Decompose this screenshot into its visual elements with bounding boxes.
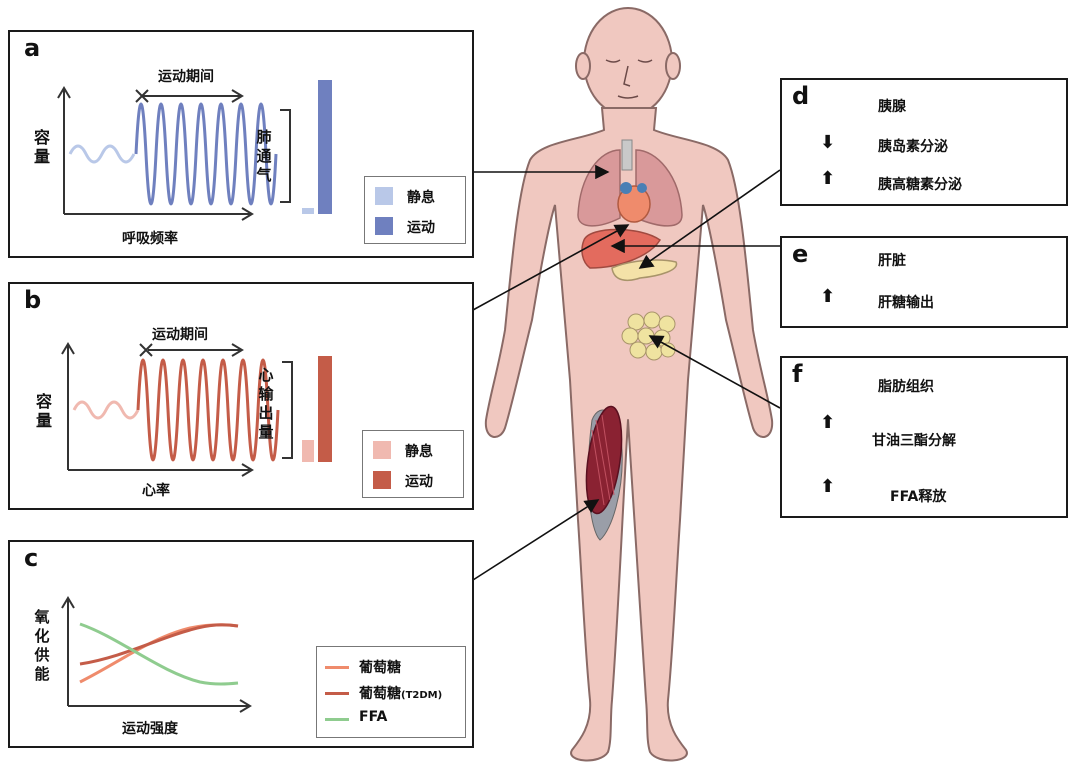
legend-rest: 静息	[407, 190, 435, 206]
legend-exercise: 运动	[407, 220, 435, 236]
up-arrow-icon: ⬆	[820, 286, 836, 307]
panel-title: 胰腺	[878, 99, 906, 115]
x-axis-label: 心率	[142, 483, 170, 499]
legend-rest: 静息	[405, 444, 433, 460]
y-axis-label: 容量	[36, 392, 53, 430]
legend-glucose-t2dm-line	[325, 692, 349, 695]
y-axis-label: 容量	[34, 128, 51, 166]
x-axis-label: 运动强度	[122, 721, 178, 737]
insulin-secretion-text: 胰岛素分泌	[878, 139, 948, 155]
legend-ffa: FFA	[359, 709, 388, 725]
exercise-wave	[136, 358, 280, 462]
legend: 静息 运动	[362, 430, 464, 498]
ffa-curve	[79, 622, 239, 686]
heart-wave-chart	[61, 342, 332, 477]
legend-ffa-line	[325, 718, 349, 721]
rest-swatch	[375, 187, 393, 205]
exercise-swatch	[373, 471, 391, 489]
ffa-release-text: FFA释放	[890, 489, 947, 505]
legend-glucose-line	[325, 666, 349, 669]
bar-label: 肺通气	[256, 128, 272, 184]
panel-c-fuel-oxidation: c 氧化供能 运动强度 葡萄糖 葡萄糖(T2DM) FFA	[8, 540, 474, 748]
exercise-period-label: 运动期间	[158, 69, 214, 85]
down-arrow-icon: ⬇	[820, 132, 836, 153]
panel-e-liver: e 肝脏 ⬆ 肝糖输出	[780, 236, 1068, 328]
up-arrow-icon: ⬆	[820, 168, 836, 189]
panel-f-adipose: f 脂肪组织 ⬆ 甘油三酯分解 ⬆ FFA释放	[780, 356, 1068, 518]
up-arrow-icon: ⬆	[820, 476, 836, 497]
glucose-t2dm-curve	[79, 623, 239, 666]
exercise-swatch	[375, 217, 393, 235]
exercise-period-label: 运动期间	[152, 327, 208, 343]
exercise-bar	[318, 356, 332, 462]
panel-label: c	[24, 544, 39, 572]
rest-wave	[68, 144, 136, 164]
panel-title: 脂肪组织	[878, 379, 934, 395]
up-arrow-icon: ⬆	[820, 412, 836, 433]
panel-title: 肝脏	[878, 253, 906, 269]
breathing-wave-chart	[57, 80, 332, 221]
panel-b-cardiac: b 运动期间 容量 心率 心输出量 静息 运动	[8, 282, 474, 510]
rest-bar	[302, 208, 314, 214]
panel-label: b	[24, 286, 42, 314]
exercise-wave	[134, 102, 278, 206]
panel-label: e	[792, 240, 809, 268]
panel-d-pancreas: d 胰腺 ⬇ 胰岛素分泌 ⬆ 胰高糖素分泌	[780, 78, 1068, 206]
panel-label: a	[24, 34, 41, 62]
legend-glucose: 葡萄糖	[359, 660, 401, 676]
legend-glucose-t2dm: 葡萄糖(T2DM)	[359, 686, 443, 702]
legend-suffix: (T2DM)	[401, 690, 443, 701]
legend: 葡萄糖 葡萄糖(T2DM) FFA	[316, 646, 466, 738]
panel-label: d	[792, 82, 810, 110]
legend: 静息 运动	[364, 176, 466, 244]
x-axis-label: 呼吸频率	[122, 231, 178, 247]
lipolysis-text: 甘油三酯分解	[872, 433, 956, 449]
hepatic-glucose-output-text: 肝糖输出	[878, 295, 934, 311]
rest-swatch	[373, 441, 391, 459]
panel-label: f	[792, 360, 803, 388]
glucagon-secretion-text: 胰高糖素分泌	[878, 177, 962, 193]
y-axis-label: 氧化供能	[34, 608, 50, 683]
fuel-curve-chart	[61, 596, 252, 713]
panel-a-respiration: a 运动期间 容量 呼吸频率 肺通气 静息 运动	[8, 30, 474, 258]
legend-exercise: 运动	[405, 474, 433, 490]
exercise-bar	[318, 80, 332, 214]
rest-bar	[302, 440, 314, 462]
rest-wave	[72, 400, 140, 420]
bar-label: 心输出量	[258, 366, 274, 441]
